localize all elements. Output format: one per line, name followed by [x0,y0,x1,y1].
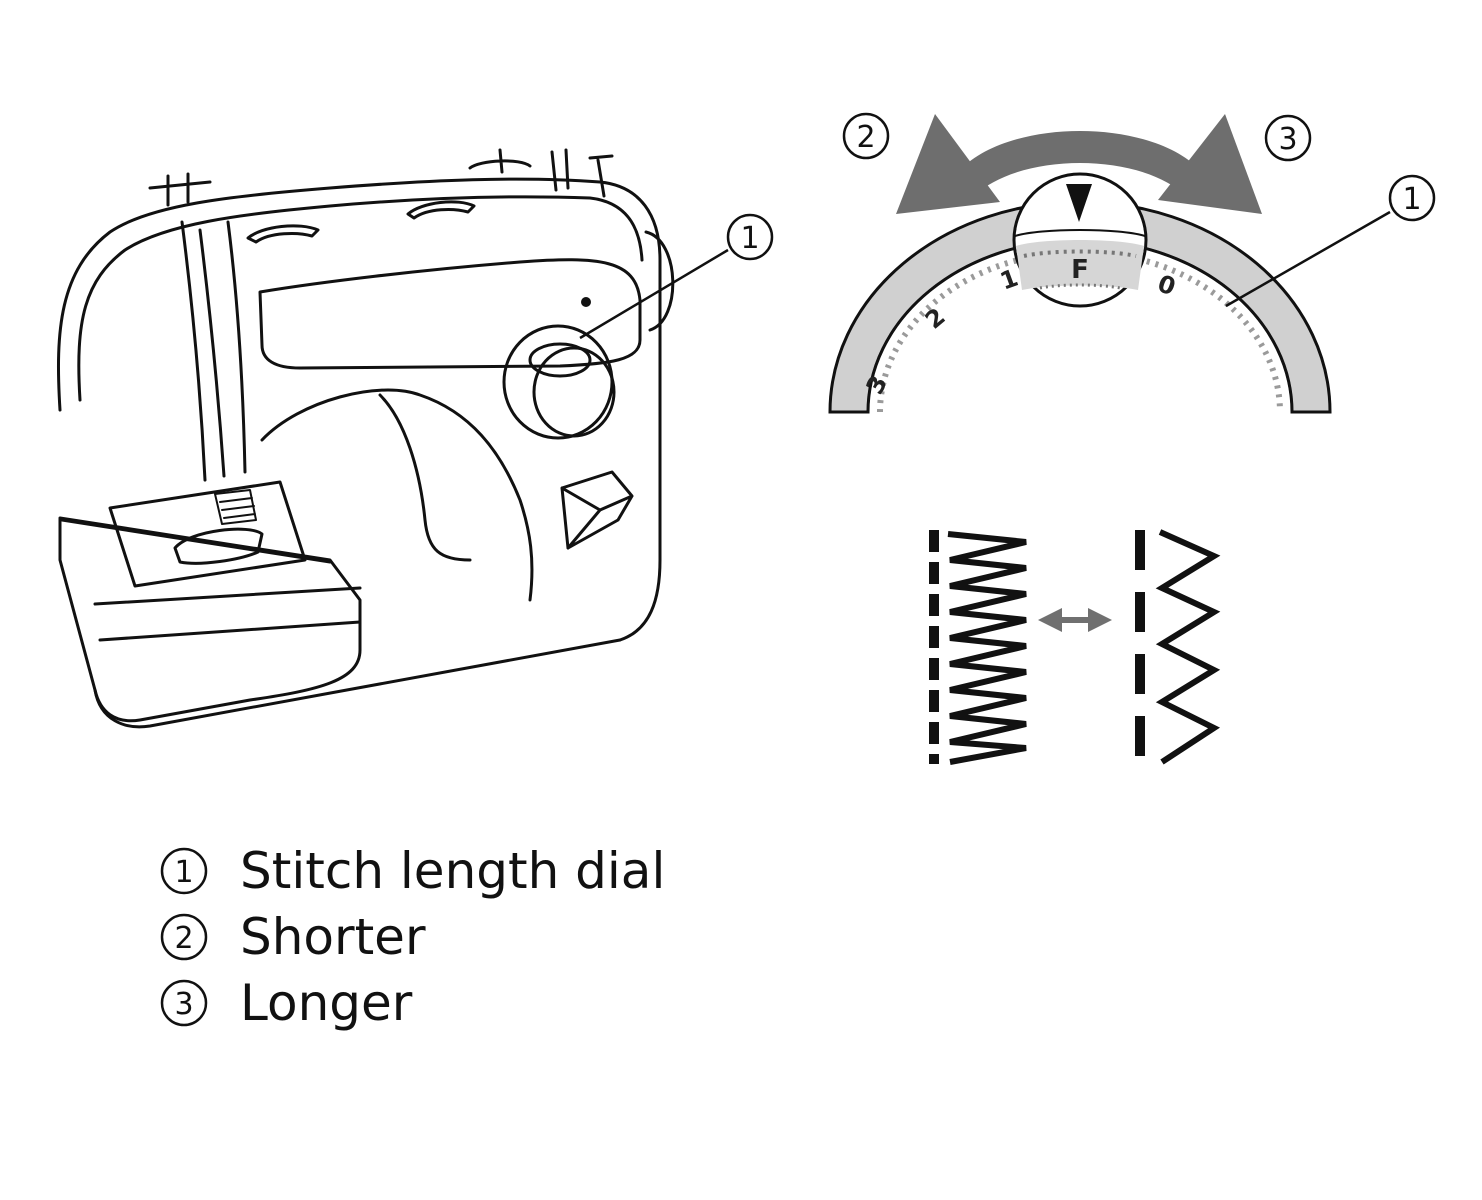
machine-stitch-length-dial [502,324,616,440]
dial-tick-2: 2 [920,302,951,334]
hand-wheel [644,230,675,332]
bed-lower-line [93,586,362,642]
machine-head-outline [56,177,662,642]
legend-number-2: 2 [160,913,208,961]
legend-label-shorter: Shorter [240,908,426,966]
legend-number-2-text: 2 [174,921,193,956]
callout-longer: 3 [1264,114,1312,162]
stitch-comparison [929,529,1221,765]
long-stitch-zigzag [1155,529,1221,765]
legend-item-shorter: 2 Shorter [158,904,778,970]
top-handle-right [406,200,476,220]
magnifier-ticks [1023,249,1137,258]
callout-dial-ring: 1 [1388,174,1436,222]
legend-item-stitch-length-dial: 1 Stitch length dial [158,838,778,904]
rotation-arrow-left-head [896,114,1000,214]
spool-pin-right [550,148,614,198]
needle-plate [108,480,307,588]
spool-pin-left [148,172,212,207]
magnifier-ring-arc [1014,229,1146,237]
dial-closeup: 3 2 1 0 F 2 3 1 [828,112,1436,414]
bed-front-edge [60,518,332,564]
needle-bar-right [226,220,247,474]
legend-label-longer: Longer [240,974,413,1032]
spool-pin-center [468,148,532,174]
legend-number-3: 3 [160,979,208,1027]
top-handle-left [246,224,320,244]
feed-dogs [214,489,257,525]
callout-shorter-number: 2 [856,120,875,155]
needle-bar-mid [198,228,226,478]
dial-tick-1: 1 [996,264,1021,296]
presser-foot [173,527,264,565]
needle-bar-left [180,220,207,482]
dial-tick-0: 0 [1154,269,1179,301]
indicator-dot [581,297,591,307]
bed-base [93,638,622,729]
pointer-triangle [1066,184,1092,222]
callout-line-dial [1225,210,1391,308]
rotation-arrow-right-head [1158,114,1262,214]
machine-bed [58,516,362,723]
legend: 1 Stitch length dial 2 Shorter 3 Longer [158,838,778,1036]
callout-dial-ring-number: 1 [1402,182,1421,217]
legend-number-1: 1 [160,847,208,895]
callout-line-machine [579,248,729,340]
legend-number-3-text: 3 [174,987,193,1022]
arm-opening [260,388,534,602]
legend-item-longer: 3 Longer [158,970,778,1036]
short-stitch-zigzag [947,531,1027,765]
legend-label-stitch-length-dial: Stitch length dial [240,842,666,900]
machine-top-inner [77,195,644,402]
dial-pointer-mark: F [1071,255,1089,285]
dial-inner-tick-ring [877,249,1283,413]
pattern-selector [560,470,634,550]
magnifier-lower-ticks [1039,283,1121,290]
arm-opening-inner [378,393,472,562]
callout-shorter: 2 [842,112,890,160]
callout-machine-dial: 1 [726,213,774,261]
callout-machine-dial-number: 1 [740,221,759,256]
sewing-machine-illustration [56,148,675,729]
legend-number-1-text: 1 [174,855,193,890]
rotation-arrow-arc [960,131,1200,196]
machine-face-panel [258,258,642,370]
callout-longer-number: 3 [1278,122,1297,157]
